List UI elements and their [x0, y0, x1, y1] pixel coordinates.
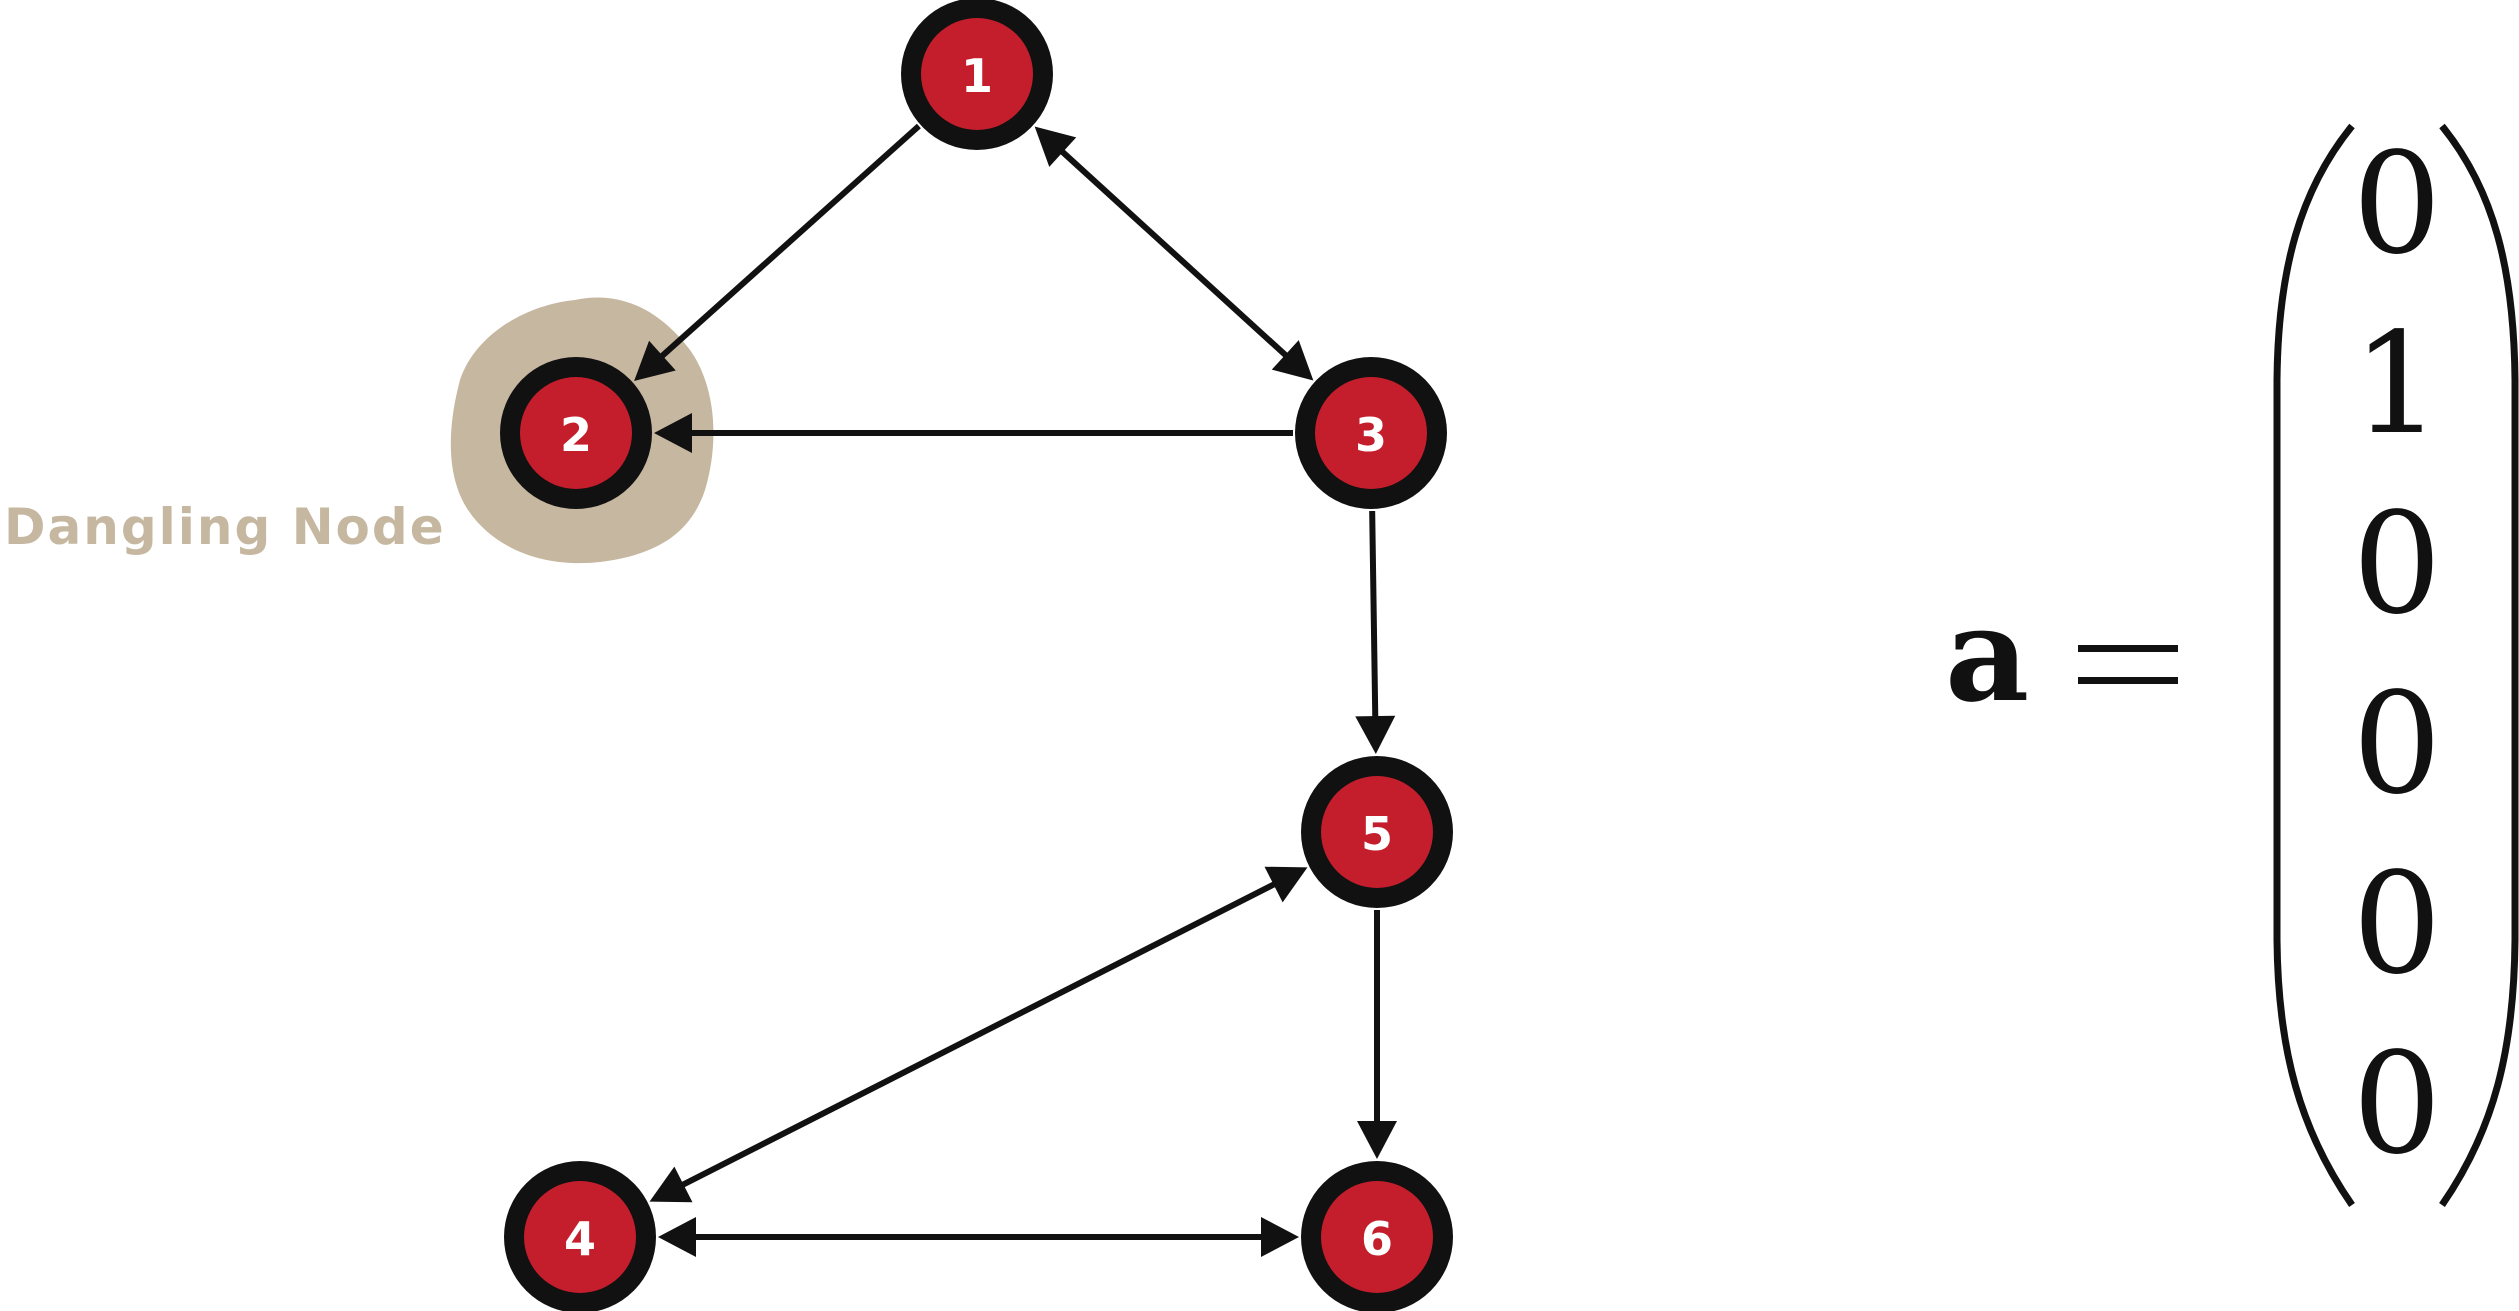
node-label: 4 [564, 1212, 596, 1266]
arrowhead-to-4 [649, 1166, 693, 1203]
arrowhead-to-2 [634, 340, 676, 381]
node-6: 6 [1301, 1161, 1453, 1311]
node-fill [1321, 1181, 1433, 1293]
vector-entry: 0 [2352, 663, 2441, 826]
equals-sign: = [2078, 645, 2178, 684]
node-fill [524, 1181, 636, 1293]
edge-5-6 [1357, 910, 1397, 1159]
equals-bar-bottom [2078, 677, 2178, 684]
vector-entry: 0 [2352, 843, 2441, 1006]
node-3: 3 [1295, 357, 1447, 509]
arrowhead-to-4 [658, 1217, 696, 1257]
vector-entry: 0 [2352, 123, 2441, 286]
nodes: 1 2 3 4 5 6 [500, 0, 1453, 1311]
edge-line-3-5 [1369, 510, 1379, 725]
vector-entry: 0 [2352, 1023, 2441, 1186]
arrowhead-to-3 [1271, 340, 1314, 381]
arrowhead-to-6 [1261, 1217, 1299, 1257]
node-2: 2 [500, 357, 652, 509]
node-label: 2 [560, 408, 592, 462]
node-label: 1 [961, 49, 993, 103]
edge-3-5 [1355, 510, 1396, 755]
vector-entries: 0 1 0 0 0 0 [2352, 123, 2441, 1186]
arrowhead-to-6 [1357, 1121, 1397, 1159]
vector-entry: 1 [2352, 303, 2441, 466]
edge-line-5-4 [674, 878, 1283, 1191]
equals-bar-top [2078, 645, 2178, 652]
node-label: 5 [1361, 807, 1393, 861]
node-label: 6 [1361, 1212, 1393, 1266]
edge-1-3 [1034, 126, 1314, 381]
node-label: 3 [1355, 408, 1387, 462]
arrowhead-to-5 [1264, 866, 1308, 903]
arrowhead-to-5 [1355, 715, 1396, 755]
node-5: 5 [1301, 756, 1453, 908]
edges [634, 123, 1397, 1257]
node-1: 1 [901, 0, 1053, 150]
node-fill [921, 18, 1033, 130]
node-4: 4 [504, 1161, 656, 1311]
arrowhead-to-1 [1034, 126, 1077, 167]
vector-entry: 0 [2352, 483, 2441, 646]
node-fill [520, 377, 632, 489]
node-fill [1321, 776, 1433, 888]
node-fill [1315, 377, 1427, 489]
arrowhead-to-2 [654, 413, 692, 453]
vector-equation: a = 0 1 0 0 0 0 [1945, 123, 2519, 1207]
dangling-node-label: Dangling Node [4, 498, 446, 556]
edge-1-2 [634, 123, 921, 381]
left-parenthesis [2273, 123, 2355, 1207]
edge-5-4 [649, 866, 1308, 1203]
edge-line-1-2 [654, 123, 921, 364]
edge-4-6 [658, 1217, 1299, 1257]
edge-3-2 [654, 413, 1293, 453]
vector-variable: a [1945, 578, 2029, 731]
edge-line-1-3 [1054, 144, 1294, 363]
right-parenthesis [2439, 123, 2519, 1207]
